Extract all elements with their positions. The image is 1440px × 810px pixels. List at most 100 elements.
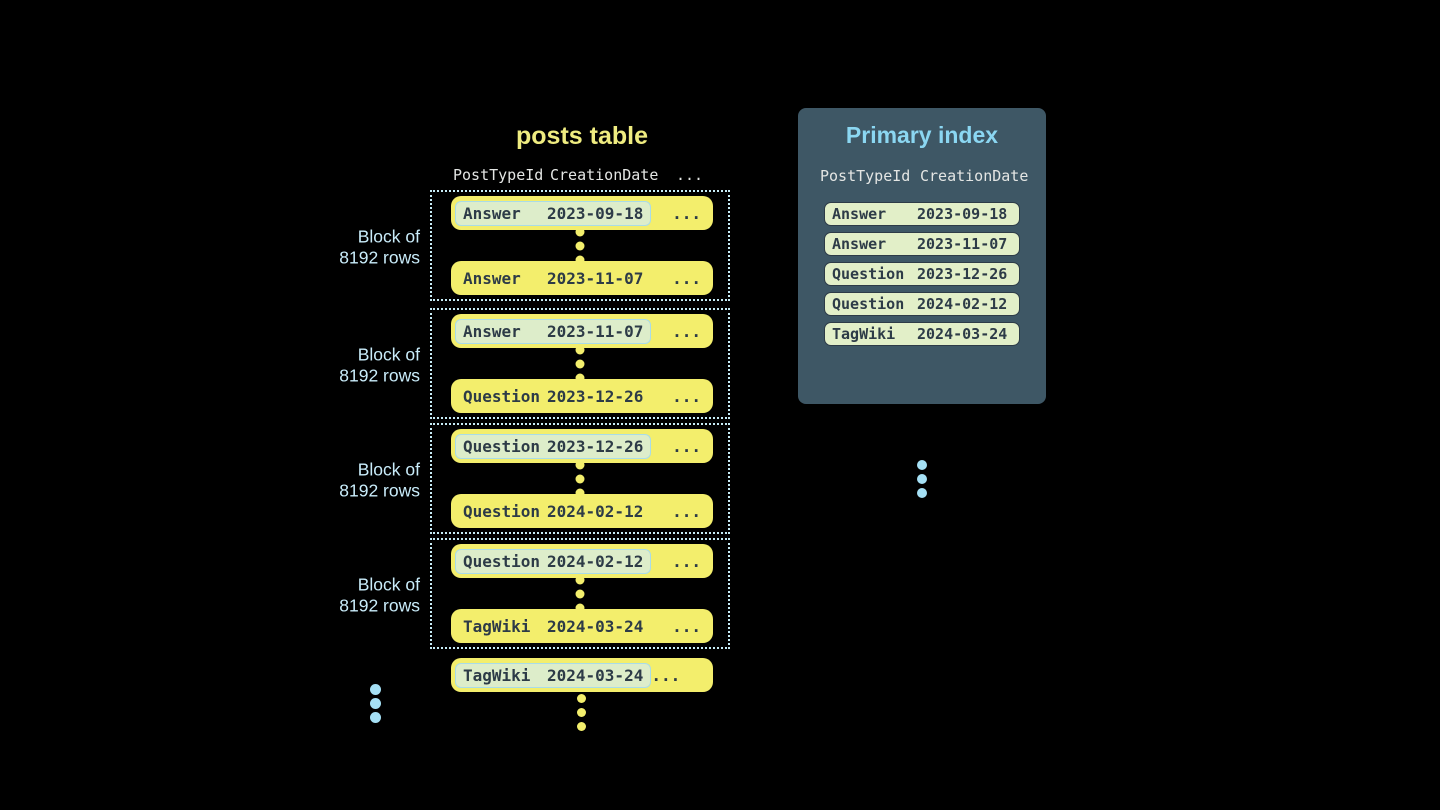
dot [917,488,927,498]
row-ellipsis: ... [672,436,701,456]
dot [577,694,586,703]
more-index-entries-dots [917,460,927,498]
dot [370,712,381,723]
row-posttypeid: Question [463,501,541,521]
index-col-creationdate: CreationDate [920,167,1029,185]
row-ellipsis: ... [672,551,701,571]
index-posttypeid: Question [832,265,905,283]
dot [577,708,586,717]
table-row: Question 2024-02-12 ... [451,494,713,528]
dot [575,373,585,382]
row-posttypeid: TagWiki [463,665,531,685]
index-creationdate: 2023-12-26 [917,265,1008,283]
dot [575,575,585,584]
row-creationdate: 2024-02-12 [547,551,644,571]
index-mark-highlight: Answer 2023-09-18 [455,200,652,226]
dot [917,460,927,470]
primary-index-title: Primary index [845,122,999,148]
row-creationdate: 2024-02-12 [547,501,644,521]
block-label-line2: 8192 rows [339,247,420,268]
dot [370,698,381,709]
index-mark-highlight: Question 2023-12-26 [455,433,652,459]
block-label-line1: Block of [357,226,420,247]
row-creationdate: 2024-03-24 [547,665,644,685]
dot [575,345,585,354]
table-row: Question 2024-02-12 ... [451,544,713,578]
block-label-line2: 8192 rows [339,480,420,501]
dot [575,359,585,368]
dot [575,603,585,612]
table-row: TagWiki 2024-03-24 ... [451,609,713,643]
row-values: Question 2023-12-26 [455,384,651,409]
rows-omitted-dots [575,460,585,497]
primary-index-column-headers: PostTypeId CreationDate [798,167,1046,185]
row-ellipsis: ... [651,665,681,685]
row-block-4: Block of 8192 rows Question 2024-02-12 ..… [300,538,732,649]
index-posttypeid: TagWiki [832,325,896,343]
row-values: Answer 2023-11-07 [455,266,651,291]
index-mark-highlight: TagWiki 2024-03-24 [455,662,652,688]
row-values: Question 2024-02-12 [455,499,651,524]
row-ellipsis: ... [672,268,701,288]
row-posttypeid: Question [463,386,541,406]
table-row: Question 2023-12-26 ... [451,429,713,463]
block-label: Block of 8192 rows [300,226,420,268]
index-col-posttypeid: PostTypeId [820,167,911,185]
posts-table-column-headers: PostTypeId CreationDate ... [0,166,1440,186]
dot [370,684,381,695]
row-posttypeid: Question [463,436,541,456]
index-creationdate: 2023-11-07 [917,235,1008,253]
index-mark-highlight: Question 2024-02-12 [455,548,652,574]
table-row: Question 2023-12-26 ... [451,379,713,413]
posts-table-title: posts table [516,122,648,150]
row-creationdate: 2023-11-07 [547,268,644,288]
rows-omitted-dots [575,227,585,264]
row-ellipsis: ... [672,501,701,521]
index-posttypeid: Question [832,295,905,313]
index-entry: Answer 2023-09-18 [824,202,1020,226]
dot [575,474,585,483]
dot [917,474,927,484]
block-label-line1: Block of [357,459,420,480]
dot [575,241,585,250]
row-posttypeid: Answer [463,203,521,223]
dot [575,227,585,236]
row-posttypeid: Answer [463,321,521,341]
rows-omitted-dots [575,575,585,612]
dot [575,589,585,598]
row-block-3: Block of 8192 rows Question 2023-12-26 ..… [300,423,732,534]
row-ellipsis: ... [672,386,701,406]
row-creationdate: 2023-09-18 [547,203,644,223]
row-posttypeid: TagWiki [463,616,531,636]
index-creationdate: 2023-09-18 [917,205,1008,223]
index-posttypeid: Answer [832,205,887,223]
index-entry: Answer 2023-11-07 [824,232,1020,256]
more-rows-dots [577,694,586,731]
block-dotted-border: Question 2024-02-12 ... TagWiki 2024-03-24… [430,538,730,649]
rows-omitted-dots [575,345,585,382]
block-label-line1: Block of [357,574,420,595]
dot [575,460,585,469]
row-creationdate: 2023-12-26 [547,436,644,456]
posts-col-creationdate: CreationDate [550,166,659,184]
row-ellipsis: ... [672,616,701,636]
block-label-line2: 8192 rows [339,595,420,616]
row-posttypeid: Question [463,551,541,571]
row-posttypeid: Answer [463,268,521,288]
posts-col-posttypeid: PostTypeId [453,166,544,184]
table-row-next-block: TagWiki 2024-03-24 ... [451,658,713,692]
index-posttypeid: Answer [832,235,887,253]
block-label-line1: Block of [357,344,420,365]
row-ellipsis: ... [672,321,701,341]
row-creationdate: 2024-03-24 [547,616,644,636]
row-creationdate: 2023-12-26 [547,386,644,406]
index-creationdate: 2024-03-24 [917,325,1008,343]
